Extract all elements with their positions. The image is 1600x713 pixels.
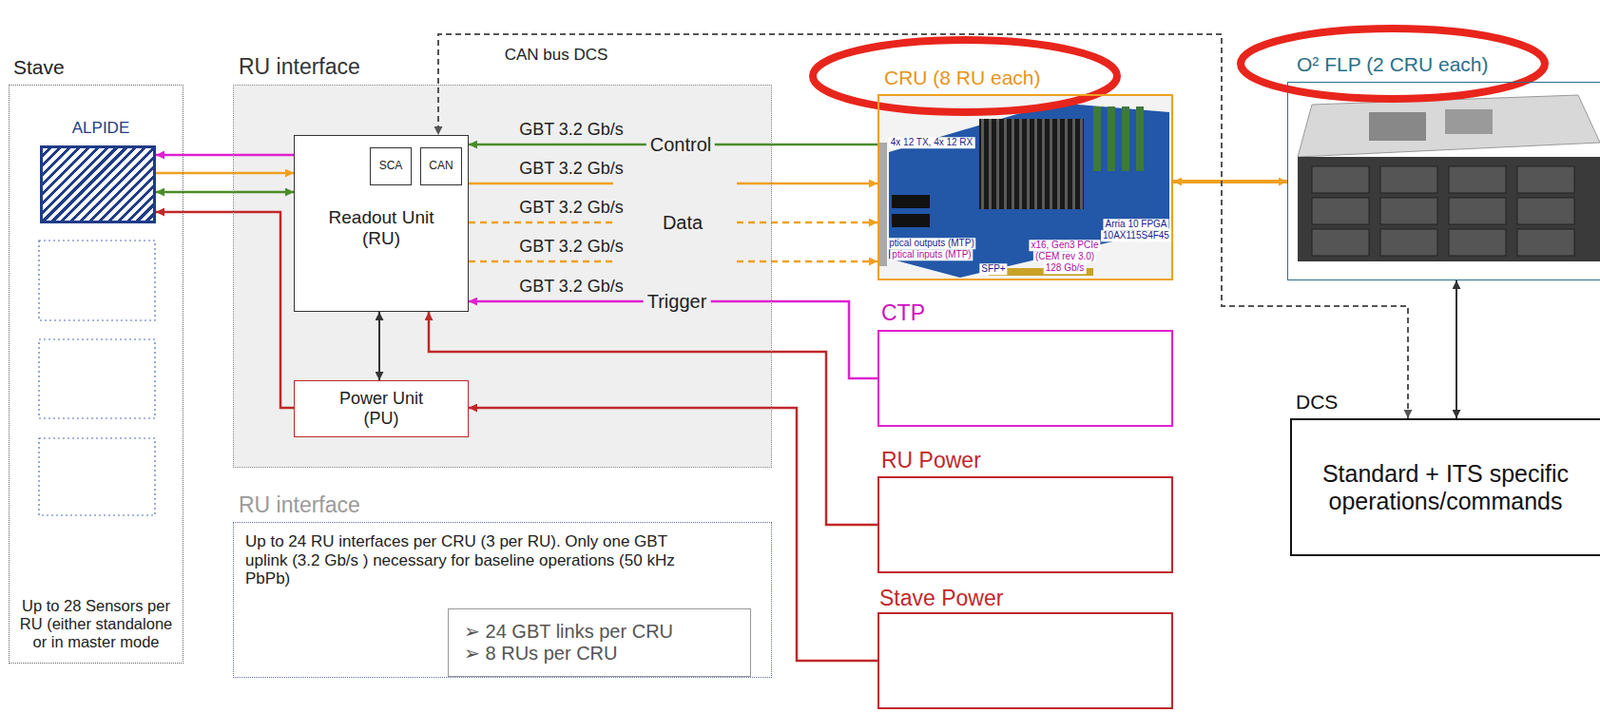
drive-bay [1517, 166, 1575, 193]
chip-box: CAN [420, 147, 463, 186]
box-heading: DCS [1295, 390, 1338, 414]
connector [468, 260, 878, 264]
card-bracket [879, 142, 887, 267]
chip-box: SCA [369, 147, 412, 186]
box-heading: RU Power [881, 447, 982, 473]
box-heading: RU interface [238, 492, 361, 518]
box-text: Up to 24 RU interfaces per CRU (3 per RU… [245, 532, 693, 589]
photo-label: SFP+ [979, 263, 1007, 275]
photo-label: 128 Gb/s [1043, 262, 1087, 274]
photo-label: (CEM rev 3.0) [1033, 250, 1097, 263]
connector [378, 311, 381, 381]
dcs-box: DCSStandard + ITS specific operations/co… [1290, 418, 1600, 557]
sensor-slot [38, 438, 155, 516]
memory-stick [1093, 106, 1101, 172]
signal-label: Control [646, 134, 715, 156]
box-heading: CTP [881, 300, 926, 326]
photo-label: ptical inputs (MTP) [889, 249, 973, 261]
drive-bay [1311, 197, 1369, 225]
connector [428, 311, 878, 525]
drive-bay [1517, 229, 1575, 256]
box-text: Power Unit (PU) [319, 388, 444, 428]
connector [1173, 179, 1288, 184]
link-label: GBT 3.2 Gb/s [519, 119, 624, 140]
drive-bay [1448, 229, 1506, 256]
box-heading: CRU (8 RU each) [884, 66, 1041, 90]
note-box: RU interfaceUp to 24 RU interfaces per C… [232, 521, 772, 678]
signal-label: CAN bus DCS [501, 45, 613, 65]
drive-bay [1448, 197, 1506, 225]
bullet-box: ➢ 24 GBT links per CRU➢ 8 RUs per CRU [447, 608, 752, 677]
link-label: GBT 3.2 Gb/s [519, 236, 624, 257]
drive-bay [1311, 166, 1369, 193]
box-text: Standard + ITS specific operations/comma… [1303, 460, 1588, 516]
drive-bay [1380, 229, 1438, 256]
box-text: Readout Unit (RU) [319, 207, 444, 250]
sensor-slot [38, 240, 155, 321]
power-box: Stave Power [877, 612, 1174, 710]
photo-label: ptical outputs (MTP) [886, 237, 976, 250]
heatsink [979, 118, 1084, 210]
box-text: Up to 28 Sensors per RU (either standalo… [19, 597, 174, 652]
memory-stick [1121, 106, 1130, 172]
readout-unit-box: Readout Unit (RU) SCA CAN [293, 134, 469, 312]
drive-bay [1380, 197, 1438, 225]
cru-card-photo [879, 96, 1172, 279]
connector [155, 154, 294, 157]
link-label: GBT 3.2 Gb/s [519, 197, 624, 218]
drive-bay [1517, 197, 1575, 225]
photo-label: 4x 12 TX, 4x 12 RX [888, 136, 976, 149]
connector [155, 191, 294, 194]
connector [1455, 280, 1458, 419]
sensor-chip: ALPIDE [39, 145, 156, 224]
ctp-box: CTP [877, 329, 1174, 427]
box-text: ➢ 24 GBT links per CRU [463, 620, 674, 643]
highlight-ellipse [812, 39, 1118, 113]
photo-label: Arria 10 FPGA [1102, 218, 1169, 231]
box-text: SCA [379, 159, 404, 174]
server-part [1368, 112, 1427, 141]
memory-stick [1136, 106, 1144, 172]
server-photo [1297, 95, 1600, 262]
mtp-connector [891, 213, 930, 228]
photo-label: 10AX115S4F45 [1100, 230, 1172, 242]
server-top [1297, 95, 1600, 157]
box-heading: RU interface [238, 54, 361, 79]
server-part [1445, 109, 1493, 135]
connector [468, 301, 878, 379]
sensor-slot [38, 339, 155, 419]
box-heading: ALPIDE [42, 118, 159, 138]
region-ground [232, 84, 772, 468]
pcb-board [888, 102, 1170, 278]
box-heading: O² FLP (2 CRU each) [1296, 53, 1489, 77]
box-text: ➢ 8 RUs per CRU [463, 642, 617, 665]
connector [155, 172, 294, 175]
group-label: Data [662, 212, 703, 234]
photo-ground [879, 96, 1172, 279]
signal-label: Trigger [643, 290, 712, 313]
drive-bay [1311, 229, 1369, 256]
box-text: CAN [428, 159, 453, 174]
connector [155, 212, 294, 408]
memory-stick [1107, 106, 1116, 172]
link-label: GBT 3.2 Gb/s [519, 158, 624, 179]
mtp-connector [891, 194, 930, 209]
server-front [1297, 156, 1600, 262]
box-heading: Stave [13, 56, 65, 79]
connector [438, 34, 1408, 419]
power-box: RU Power [877, 476, 1174, 574]
drive-bay [1380, 166, 1438, 193]
box-heading: Stave Power [879, 585, 1003, 611]
link-label: GBT 3.2 Gb/s [519, 276, 624, 297]
flp-server: O² FLP (2 CRU each) [1287, 81, 1600, 281]
stave-box: StaveUp to 28 Sensors per RU (either sta… [8, 84, 184, 664]
drive-bay [1448, 166, 1506, 193]
photo-label: x16, Gen3 PCIe [1028, 239, 1100, 251]
power-unit-box: Power Unit (PU) [293, 380, 469, 438]
connector [468, 182, 878, 186]
highlight-ellipse [1240, 28, 1545, 99]
